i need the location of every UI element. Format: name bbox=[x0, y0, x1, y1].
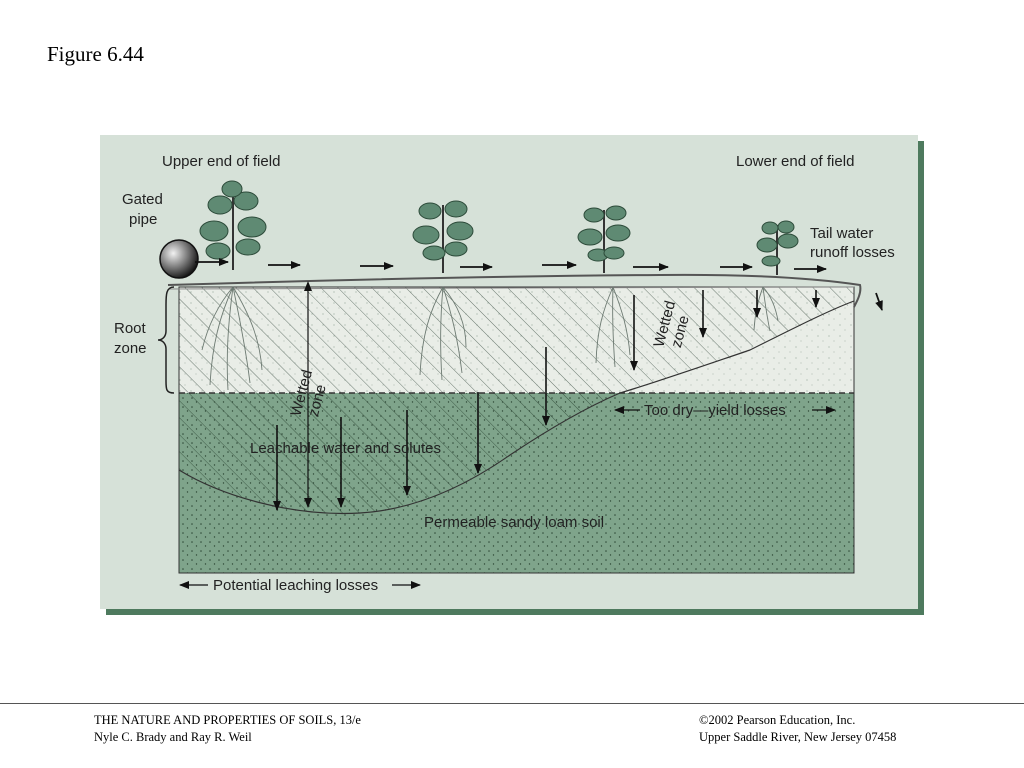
plant-1 bbox=[199, 180, 267, 270]
infiltration-arrows bbox=[273, 290, 820, 511]
plant-2 bbox=[412, 200, 474, 273]
upper-end-label: Upper end of field bbox=[162, 153, 280, 170]
irrigation-diagram: Upper end of field Lower end of field Ga… bbox=[114, 153, 895, 594]
footer-right: ©2002 Pearson Education, Inc. Upper Sadd… bbox=[699, 712, 896, 746]
wetted-zone-root bbox=[179, 287, 854, 393]
authors: Nyle C. Brady and Ray R. Weil bbox=[94, 730, 252, 744]
root-zone-label-2: zone bbox=[114, 340, 147, 357]
root-zone-label-1: Root bbox=[114, 320, 147, 337]
book-title: THE NATURE AND PROPERTIES OF SOILS, 13/e bbox=[94, 713, 361, 727]
plant-4 bbox=[756, 220, 799, 275]
potential-leaching-label: Potential leaching losses bbox=[213, 577, 378, 594]
surface-flow-arrows bbox=[195, 258, 883, 311]
ground-surface bbox=[167, 273, 862, 308]
footer-left: THE NATURE AND PROPERTIES OF SOILS, 13/e… bbox=[94, 712, 361, 746]
footer-divider bbox=[0, 703, 1024, 704]
gated-pipe-label-1: Gated bbox=[122, 191, 163, 208]
copyright: ©2002 Pearson Education, Inc. bbox=[699, 713, 856, 727]
root-zone-brace bbox=[157, 286, 175, 394]
too-dry-label: Too dry—yield losses bbox=[644, 402, 786, 419]
tail-water-label-2: runoff losses bbox=[810, 244, 895, 261]
lower-end-label: Lower end of field bbox=[736, 153, 854, 170]
plant-3 bbox=[577, 205, 631, 273]
gated-pipe-icon bbox=[159, 239, 199, 279]
publisher-address: Upper Saddle River, New Jersey 07458 bbox=[699, 730, 897, 744]
tail-water-label-1: Tail water bbox=[810, 225, 873, 242]
gated-pipe-label-2: pipe bbox=[129, 211, 157, 228]
figure-title: Figure 6.44 bbox=[47, 42, 144, 66]
permeable-label: Permeable sandy loam soil bbox=[424, 514, 604, 531]
wetted-zone-deep bbox=[179, 393, 620, 514]
leachable-label: Leachable water and solutes bbox=[250, 440, 441, 457]
